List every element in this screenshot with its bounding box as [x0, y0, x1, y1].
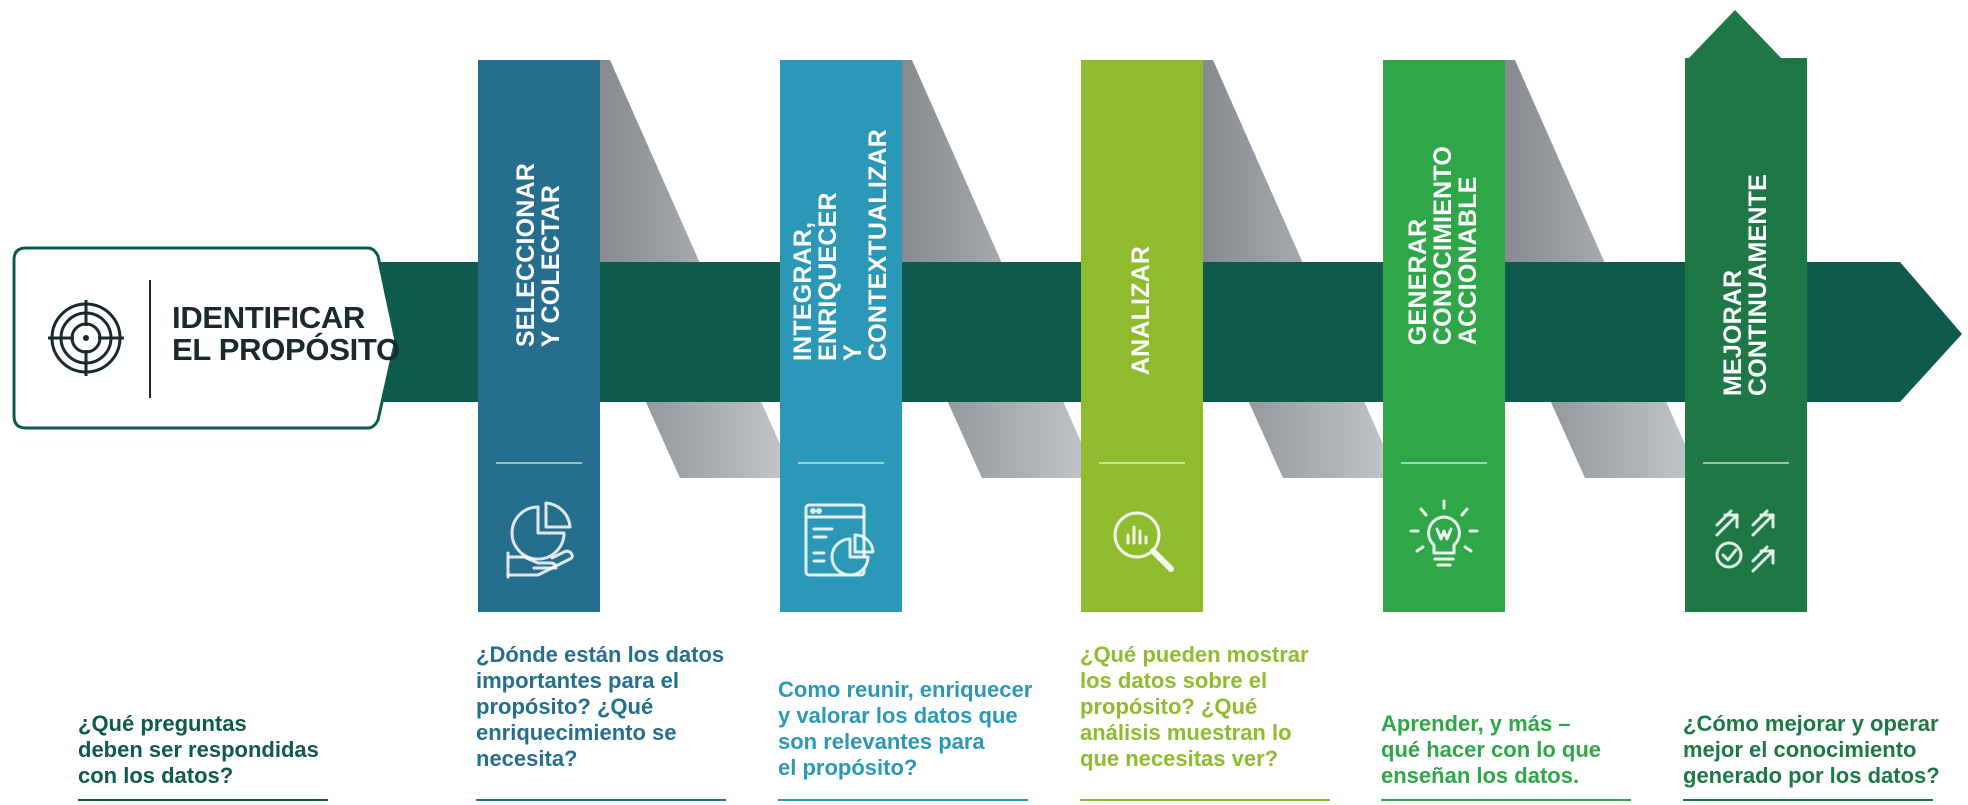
question-seleccionar: ¿Dónde están los datos importantes para … [476, 642, 725, 771]
ribbon-arrow-head [1687, 10, 1783, 60]
step-ribbon [1685, 58, 1807, 612]
browser-pie-chart-icon [796, 495, 886, 585]
step-ribbon [1081, 60, 1203, 612]
question-generar: Aprender, y más – qué hacer con lo que e… [1381, 711, 1602, 788]
purpose-title: IDENTIFICAR EL PROPÓSITO [172, 300, 400, 367]
question-purpose: ¿Qué preguntas deben ser respondidas con… [78, 711, 319, 788]
question-integrar: Como reunir, enriquecer y valorar los da… [778, 677, 1033, 780]
hand-pie-chart-icon [494, 495, 584, 585]
step-ribbon [780, 60, 902, 612]
underline [476, 799, 726, 801]
target-crosshair-icon [48, 300, 124, 376]
underline [778, 799, 1028, 801]
step-ribbon [1383, 60, 1505, 612]
underline [78, 799, 328, 801]
question-analizar: ¿Qué pueden mostrar los datos sobre el p… [1080, 642, 1309, 771]
underline [1381, 799, 1631, 801]
underline [1080, 799, 1330, 801]
improvement-arrows-icon [1701, 495, 1791, 585]
underline [1683, 799, 1933, 801]
question-mejorar: ¿Cómo mejorar y operar mejor el conocimi… [1683, 711, 1940, 788]
magnifier-bar-chart-icon [1097, 495, 1187, 585]
lightbulb-icon [1399, 495, 1489, 585]
purpose-box [12, 246, 397, 430]
